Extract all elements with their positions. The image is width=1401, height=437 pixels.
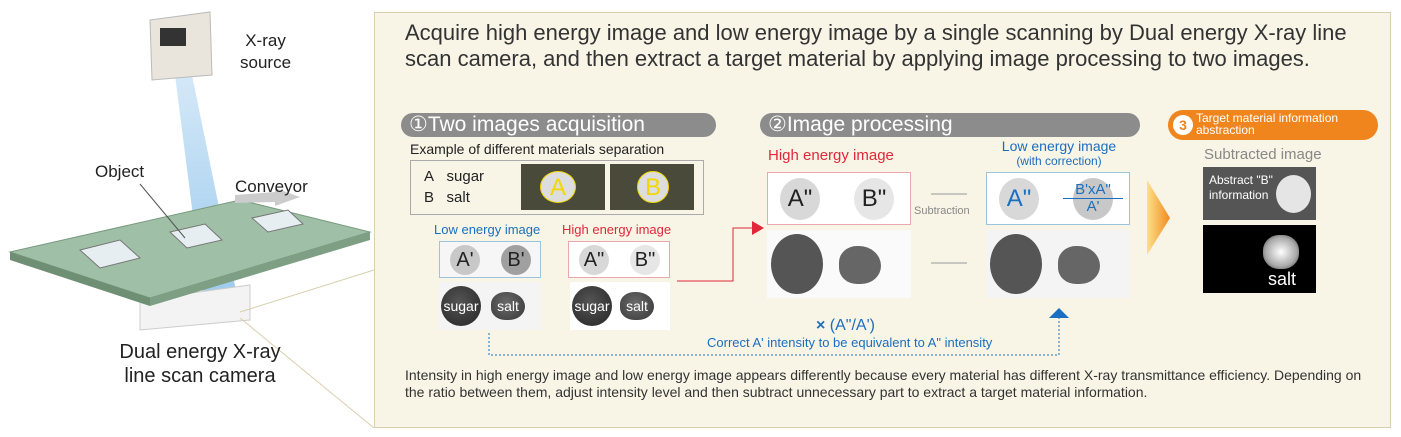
low-energy-xray: sugar salt (439, 282, 541, 330)
step1-title: ①Two images acquisition (401, 113, 716, 137)
circle-a-dprime: A" (579, 245, 609, 275)
camera-label: Dual energy X-ray line scan camera (119, 341, 281, 387)
legend-key: A (424, 168, 435, 185)
step3-title-text: Target material information abstraction (1196, 111, 1339, 137)
high-energy-box: A" B" (568, 241, 670, 278)
correction-note: Correct A' intensity to be equivalent to… (707, 335, 993, 350)
conveyor-label: Conveyor (235, 177, 308, 196)
salt-highlight (1263, 235, 1299, 269)
legend-value: sugar (446, 168, 485, 185)
abstract-circle (1276, 175, 1311, 213)
step3-number: 3 (1173, 115, 1193, 135)
headline: Acquire high energy image and low energy… (405, 20, 1347, 71)
sugar-blob: sugar (572, 286, 612, 326)
multiply-icon: × (816, 317, 826, 334)
high-energy-xray: sugar salt (570, 282, 670, 330)
circle-b-dprime: B" (630, 245, 660, 275)
step2-low-label: Low energy image(with correction) (985, 139, 1133, 169)
legend-value: salt (446, 189, 470, 206)
fraction-denominator: A' (1086, 198, 1100, 215)
subtracted-xray: salt (1203, 225, 1316, 293)
sugar-blob: sugar (441, 286, 481, 326)
fraction-numerator: B'xA" (1063, 182, 1123, 199)
abstract-box: Abstract "B" information (1203, 167, 1316, 220)
material-legend: A sugar B salt (424, 166, 484, 208)
step2-low-xray (986, 230, 1130, 298)
circle-b-corrected: B'xA"A' (1063, 178, 1123, 220)
example-label: Example of different materials separatio… (410, 141, 665, 157)
low-energy-label: Low energy image (434, 222, 541, 237)
object-label: Object (95, 162, 145, 181)
circle-a-corrected: A" (999, 178, 1039, 220)
step2-low-box: A" B'xA"A' (986, 172, 1130, 225)
sugar-photo: A (521, 164, 605, 210)
step2-high-label: High energy image (768, 147, 894, 164)
formula-text: (A"/A') (829, 317, 875, 334)
circle-b-prime: B' (501, 245, 531, 275)
salt-photo: B (610, 164, 694, 210)
next-arrow (1147, 180, 1170, 255)
scanner-illustration (8, 11, 375, 429)
salt-blob: salt (620, 292, 654, 320)
xray-source-label: X-ray source (240, 31, 292, 72)
material-legend-box (410, 160, 704, 215)
salt-label: salt (1268, 269, 1297, 289)
step2-high-xray (767, 230, 911, 298)
conveyor-arrow (235, 188, 300, 206)
low-label-text: Low energy image (1001, 138, 1117, 154)
circle-a-dprime: A" (780, 178, 820, 220)
legend-key: B (424, 189, 435, 206)
correction-formula: × (A"/A') (816, 317, 875, 335)
step3-title: 3 Target material information abstractio… (1168, 110, 1378, 140)
high-energy-label: High energy image (562, 222, 672, 237)
step2-title: ②Image processing (760, 113, 1140, 137)
circle-a-prime: A' (450, 245, 480, 275)
low-energy-box: A' B' (439, 241, 541, 278)
abstract-text: Abstract "B" information (1209, 173, 1273, 202)
circle-b-dprime: B" (854, 178, 894, 220)
subtraction-label: Subtraction (914, 205, 970, 217)
salt-blob: salt (491, 292, 525, 320)
low-label-sub: (with correction) (1016, 154, 1102, 168)
subtracted-label: Subtracted image (1204, 146, 1322, 163)
step2-high-box: A" B" (767, 172, 911, 225)
footer-text: Intensity in high energy image and low e… (405, 367, 1362, 400)
